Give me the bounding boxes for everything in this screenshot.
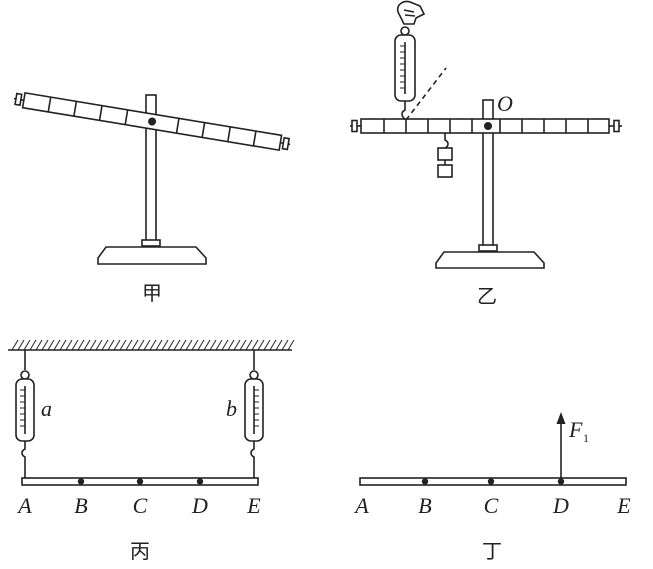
yi-dashed-direction xyxy=(405,67,447,121)
bing-dot-b xyxy=(77,478,85,485)
yi-scale-marks xyxy=(400,45,405,89)
ding-dot-d xyxy=(557,478,565,485)
bing-point-c: C xyxy=(133,493,148,518)
yi-hand-icon xyxy=(396,0,426,25)
bing-label-b: b xyxy=(226,396,237,421)
ding-dot-b xyxy=(421,478,429,485)
figure-jia: 甲 xyxy=(13,91,291,305)
jia-pole-collar xyxy=(141,239,161,247)
bing-label-a: a xyxy=(41,396,52,421)
bing-point-d: D xyxy=(191,493,208,518)
bing-dot-c xyxy=(136,478,144,485)
bing-caption: 丙 xyxy=(130,539,150,563)
ding-point-a: A xyxy=(353,493,369,518)
yi-stand xyxy=(435,99,545,269)
ding-force-subscript: 1 xyxy=(583,431,589,445)
bing-scale-b xyxy=(244,350,264,478)
jia-lever-ticks xyxy=(47,96,257,147)
jia-caption: 甲 xyxy=(142,281,162,305)
yi-lever xyxy=(350,118,622,134)
bing-scale-b-hook xyxy=(250,441,255,478)
yi-scale-hook xyxy=(401,101,406,120)
yi-base xyxy=(435,251,545,269)
yi-lever-ticks xyxy=(383,119,589,133)
figure-yi: O 乙 xyxy=(350,0,622,308)
yi-scale-ring xyxy=(400,26,410,36)
yi-pole-collar xyxy=(478,244,498,252)
yi-left-nut xyxy=(350,119,361,133)
jia-pivot xyxy=(148,117,157,126)
ding-point-e: E xyxy=(616,493,631,518)
ding-point-c: C xyxy=(484,493,499,518)
yi-weight-2 xyxy=(437,164,453,178)
yi-caption: 乙 xyxy=(477,284,497,308)
ding-caption: 丁 xyxy=(482,539,502,563)
ding-point-d: D xyxy=(552,493,569,518)
bing-ceiling-hatch xyxy=(11,339,295,351)
jia-left-nut xyxy=(13,92,24,107)
bing-scale-a-hook xyxy=(21,441,26,478)
ding-arrowhead xyxy=(556,412,566,424)
bing-point-b: B xyxy=(74,493,87,518)
yi-right-nut xyxy=(609,119,622,133)
bing-scale-a xyxy=(15,350,35,478)
ding-force-label: F xyxy=(568,417,583,442)
jia-base xyxy=(97,246,207,265)
jia-right-nut xyxy=(280,136,291,151)
ding-point-b: B xyxy=(418,493,431,518)
bing-point-e: E xyxy=(246,493,261,518)
bing-dot-d xyxy=(196,478,204,485)
yi-pivot xyxy=(484,122,492,130)
figure-bing: a b A B C D E 丙 xyxy=(8,339,295,563)
yi-weights xyxy=(437,133,453,178)
ding-dot-c xyxy=(487,478,495,485)
yi-spring-scale xyxy=(394,0,426,120)
yi-weight-1 xyxy=(437,147,453,161)
bing-point-a: A xyxy=(16,493,32,518)
yi-pivot-label: O xyxy=(497,91,513,116)
jia-lever xyxy=(13,91,291,152)
ding-force-arrow xyxy=(556,412,566,478)
jia-stand xyxy=(97,94,207,265)
figure-ding: F 1 A B C D E 丁 xyxy=(353,412,631,563)
